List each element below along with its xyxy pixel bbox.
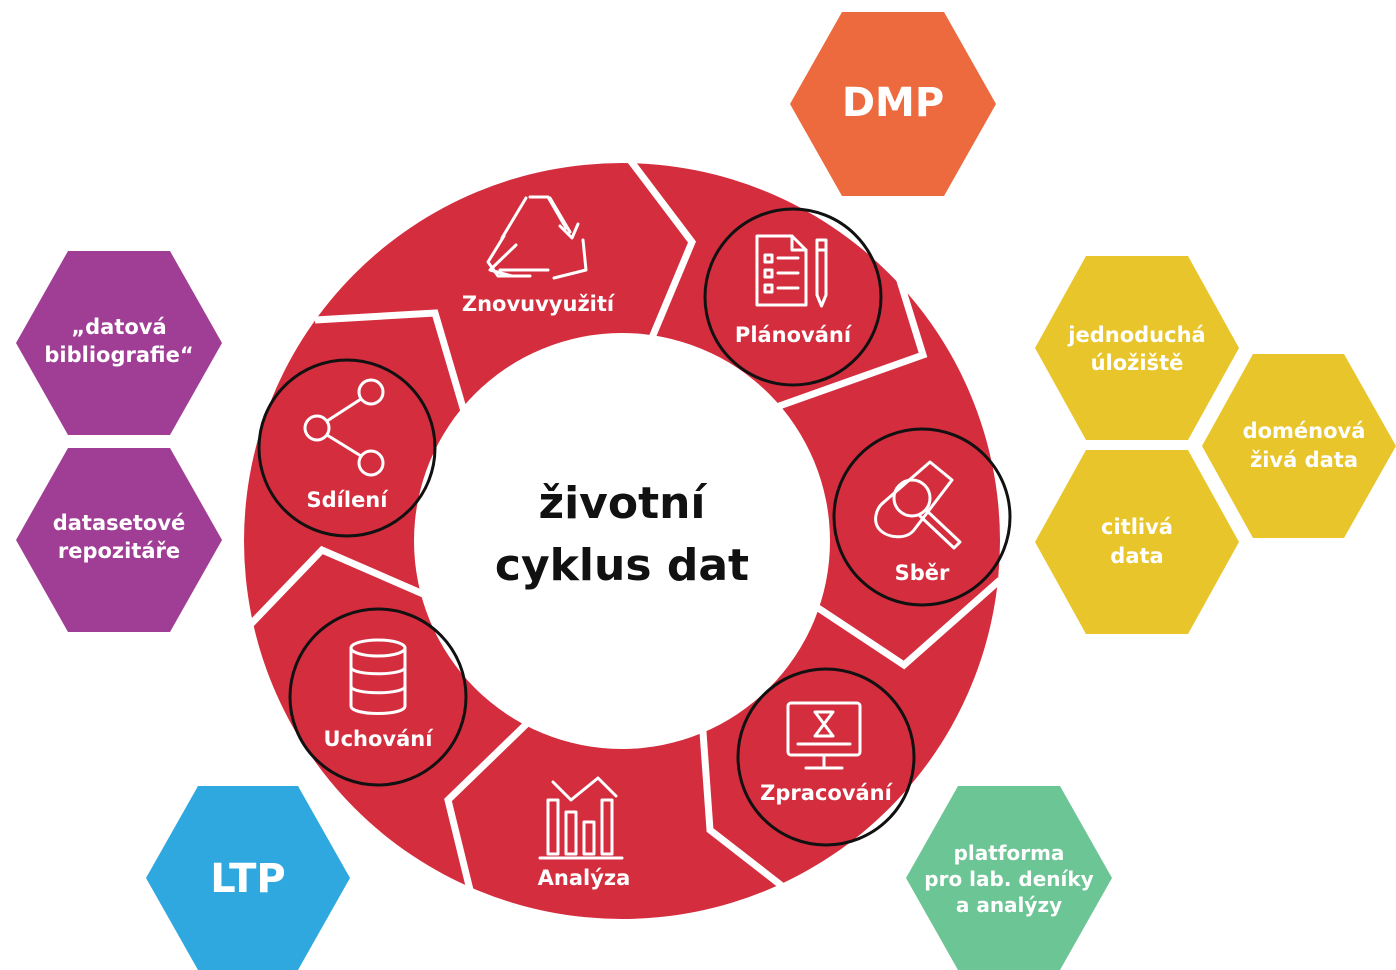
stage-sdileni: Sdílení — [257, 358, 437, 538]
hex-bibliografie-line2: bibliografie“ — [44, 343, 193, 367]
hex-platforma: platforma pro lab. deníky a analýzy — [906, 786, 1112, 970]
test-tube-magnifier-icon — [874, 460, 962, 550]
stage-sber-outline — [832, 427, 1012, 607]
stage-sber-label: Sběr — [895, 561, 950, 585]
stage-planovani-label: Plánování — [735, 323, 853, 347]
separator-uchovani-sdileni — [247, 545, 462, 628]
stage-analyza-label: Analýza — [538, 866, 631, 890]
stage-sdileni-outline — [257, 358, 437, 538]
hex-repozitare-line1: datasetové — [53, 511, 186, 535]
recycle-icon — [486, 195, 588, 280]
document-pencil-icon — [755, 234, 828, 308]
hex-datasetove-repozitare: datasetové repozitáře — [16, 448, 222, 632]
hex-platforma-line1: platforma — [954, 841, 1065, 865]
hex-ltp-label: LTP — [210, 856, 285, 902]
hex-dmp: DMP — [790, 12, 996, 196]
stage-zpracovani: Zpracování — [736, 667, 916, 847]
hex-platforma-line3: a analýzy — [956, 893, 1062, 917]
share-icon — [303, 378, 385, 477]
stage-uchovani-outline — [288, 607, 468, 787]
hex-jednoducha-uloziste: jednoduchá úložiště — [1035, 256, 1239, 440]
stage-analyza: Analýza — [538, 776, 631, 890]
separator-analyza-uchovani — [444, 703, 548, 891]
hex-platforma-line2: pro lab. deníky — [924, 867, 1093, 891]
hex-repozitare-line2: repozitáře — [58, 539, 180, 563]
stage-sdileni-label: Sdílení — [307, 488, 390, 512]
hex-domenova-line2: živá data — [1250, 448, 1358, 472]
hex-citliva-line1: citlivá — [1101, 515, 1173, 539]
hex-ltp: LTP — [146, 786, 350, 970]
stage-planovani: Plánování — [703, 207, 883, 387]
hex-dmp-label: DMP — [842, 80, 944, 126]
hex-citliva-line2: data — [1110, 544, 1163, 568]
separator-sber-zpracovani — [798, 577, 1003, 670]
stage-zpracovani-label: Zpracování — [760, 781, 893, 805]
separator-zpracovani-analyza — [696, 689, 803, 903]
stage-uchovani: Uchování — [288, 607, 468, 787]
hex-domenova-ziva-data: doménová živá data — [1202, 354, 1396, 538]
stage-znovuvyuziti-label: Znovuvyužití — [462, 292, 616, 316]
separator-sdileni-znovu — [314, 309, 472, 426]
stage-planovani-outline — [703, 207, 883, 387]
hex-jednoducha-line1: jednoduchá — [1067, 323, 1205, 347]
stage-zpracovani-outline — [736, 667, 916, 847]
separator-planovani-sber — [766, 266, 928, 414]
center-title-line2: cyklus dat — [495, 540, 749, 591]
monitor-hourglass-icon — [786, 701, 862, 770]
hex-bibliografie-line1: „datová — [71, 315, 166, 339]
center-title-line1: životní — [538, 478, 708, 529]
database-icon — [349, 638, 407, 715]
hex-datova-bibliografie: „datová bibliografie“ — [16, 251, 222, 435]
center-circle — [414, 333, 830, 749]
hex-domenova-line1: doménová — [1243, 419, 1366, 443]
bar-chart-icon — [538, 776, 624, 860]
hex-citliva-data: citlivá data — [1035, 450, 1239, 634]
hex-jednoducha-line2: úložiště — [1091, 351, 1184, 375]
stage-sber: Sběr — [832, 427, 1012, 607]
stage-uchovani-label: Uchování — [324, 727, 435, 751]
ring-separators — [247, 157, 1003, 903]
stage-znovuvyuziti: Znovuvyužití — [462, 195, 616, 316]
